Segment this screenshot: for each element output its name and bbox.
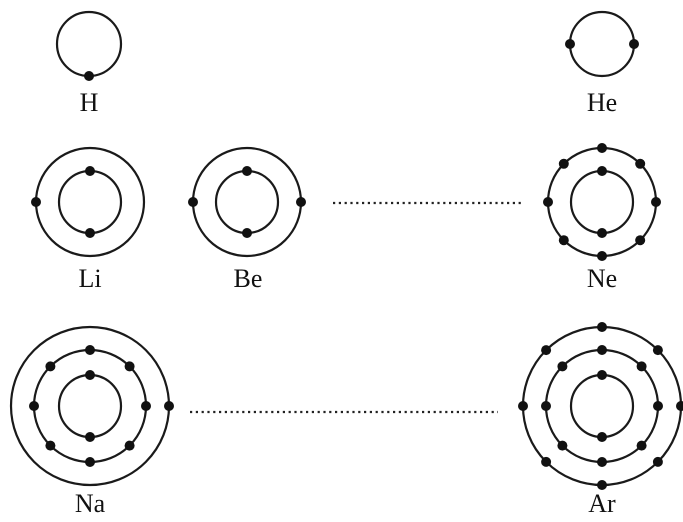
electron-ne-shell2-7 bbox=[543, 197, 553, 207]
electron-ne-shell2-5 bbox=[597, 251, 607, 261]
shell-1-na bbox=[57, 373, 123, 439]
electron-na-shell3-1 bbox=[164, 401, 174, 411]
electron-ar-shell2-5 bbox=[597, 457, 607, 467]
electron-na-shell2-3 bbox=[141, 401, 151, 411]
electron-ar-shell2-1 bbox=[597, 345, 607, 355]
symbol-h: H bbox=[80, 88, 99, 117]
electron-li-shell1-1 bbox=[85, 166, 95, 176]
shell-2-be bbox=[191, 146, 303, 258]
electron-ar-shell3-4 bbox=[652, 456, 663, 467]
atom-li bbox=[31, 146, 146, 258]
electron-na-shell2-1 bbox=[85, 345, 95, 355]
electron-ar-shell3-6 bbox=[541, 456, 552, 467]
electron-ne-shell2-1 bbox=[597, 143, 607, 153]
atom-na bbox=[9, 325, 174, 487]
electron-ar-shell2-4 bbox=[636, 440, 647, 451]
atom-h bbox=[55, 10, 123, 81]
electron-ar-shell3-5 bbox=[597, 480, 607, 490]
electron-he-shell1-2 bbox=[629, 39, 639, 49]
symbol-li: Li bbox=[78, 264, 101, 293]
electron-ne-shell2-8 bbox=[558, 158, 569, 169]
shell-1-ar bbox=[569, 373, 635, 439]
electron-ar-shell2-2 bbox=[636, 361, 647, 372]
shell-2-li bbox=[34, 146, 146, 258]
electron-na-shell2-7 bbox=[29, 401, 39, 411]
electron-na-shell2-6 bbox=[45, 440, 56, 451]
electron-be-shell1-2 bbox=[242, 228, 252, 238]
electron-li-shell2-1 bbox=[31, 197, 41, 207]
electron-ar-shell1-1 bbox=[597, 370, 607, 380]
electron-ar-shell3-1 bbox=[597, 322, 607, 332]
electron-na-shell2-5 bbox=[85, 457, 95, 467]
shell-1-ne bbox=[569, 169, 635, 235]
electron-li-shell1-2 bbox=[85, 228, 95, 238]
symbol-be: Be bbox=[234, 264, 263, 293]
symbol-he: He bbox=[587, 88, 617, 117]
electron-ne-shell2-6 bbox=[558, 235, 569, 246]
electron-be-shell2-2 bbox=[296, 197, 306, 207]
electron-be-shell1-1 bbox=[242, 166, 252, 176]
shell-1-he bbox=[568, 10, 636, 78]
shell-1-h bbox=[55, 10, 123, 78]
symbol-ne: Ne bbox=[587, 264, 617, 293]
electron-ne-shell1-1 bbox=[597, 166, 607, 176]
electron-ar-shell3-3 bbox=[676, 401, 683, 411]
atom-ne bbox=[543, 143, 661, 261]
symbol-ar: Ar bbox=[588, 489, 616, 518]
symbol-na: Na bbox=[75, 489, 106, 518]
electron-ar-shell2-8 bbox=[557, 361, 568, 372]
electron-ar-shell3-7 bbox=[518, 401, 528, 411]
electron-na-shell2-8 bbox=[45, 361, 56, 372]
electron-na-shell2-4 bbox=[124, 440, 135, 451]
electron-ar-shell3-8 bbox=[541, 345, 552, 356]
electron-ar-shell3-2 bbox=[652, 345, 663, 356]
electron-ar-shell2-6 bbox=[557, 440, 568, 451]
electron-ar-shell2-7 bbox=[541, 401, 551, 411]
electron-ne-shell1-2 bbox=[597, 228, 607, 238]
electron-h-shell1-1 bbox=[84, 71, 94, 81]
atom-he bbox=[565, 10, 639, 78]
electron-ne-shell2-4 bbox=[635, 235, 646, 246]
electron-na-shell2-2 bbox=[124, 361, 135, 372]
atom-ar bbox=[518, 322, 683, 490]
shell-1-be bbox=[214, 169, 280, 235]
electron-he-shell1-1 bbox=[565, 39, 575, 49]
electron-ne-shell2-3 bbox=[651, 197, 661, 207]
electron-na-shell1-1 bbox=[85, 370, 95, 380]
electron-ne-shell2-2 bbox=[635, 158, 646, 169]
electron-be-shell2-1 bbox=[188, 197, 198, 207]
electron-ar-shell1-2 bbox=[597, 432, 607, 442]
electron-ar-shell2-3 bbox=[653, 401, 663, 411]
shell-1-li bbox=[57, 169, 123, 235]
atom-be bbox=[188, 146, 306, 258]
electron-na-shell1-2 bbox=[85, 432, 95, 442]
